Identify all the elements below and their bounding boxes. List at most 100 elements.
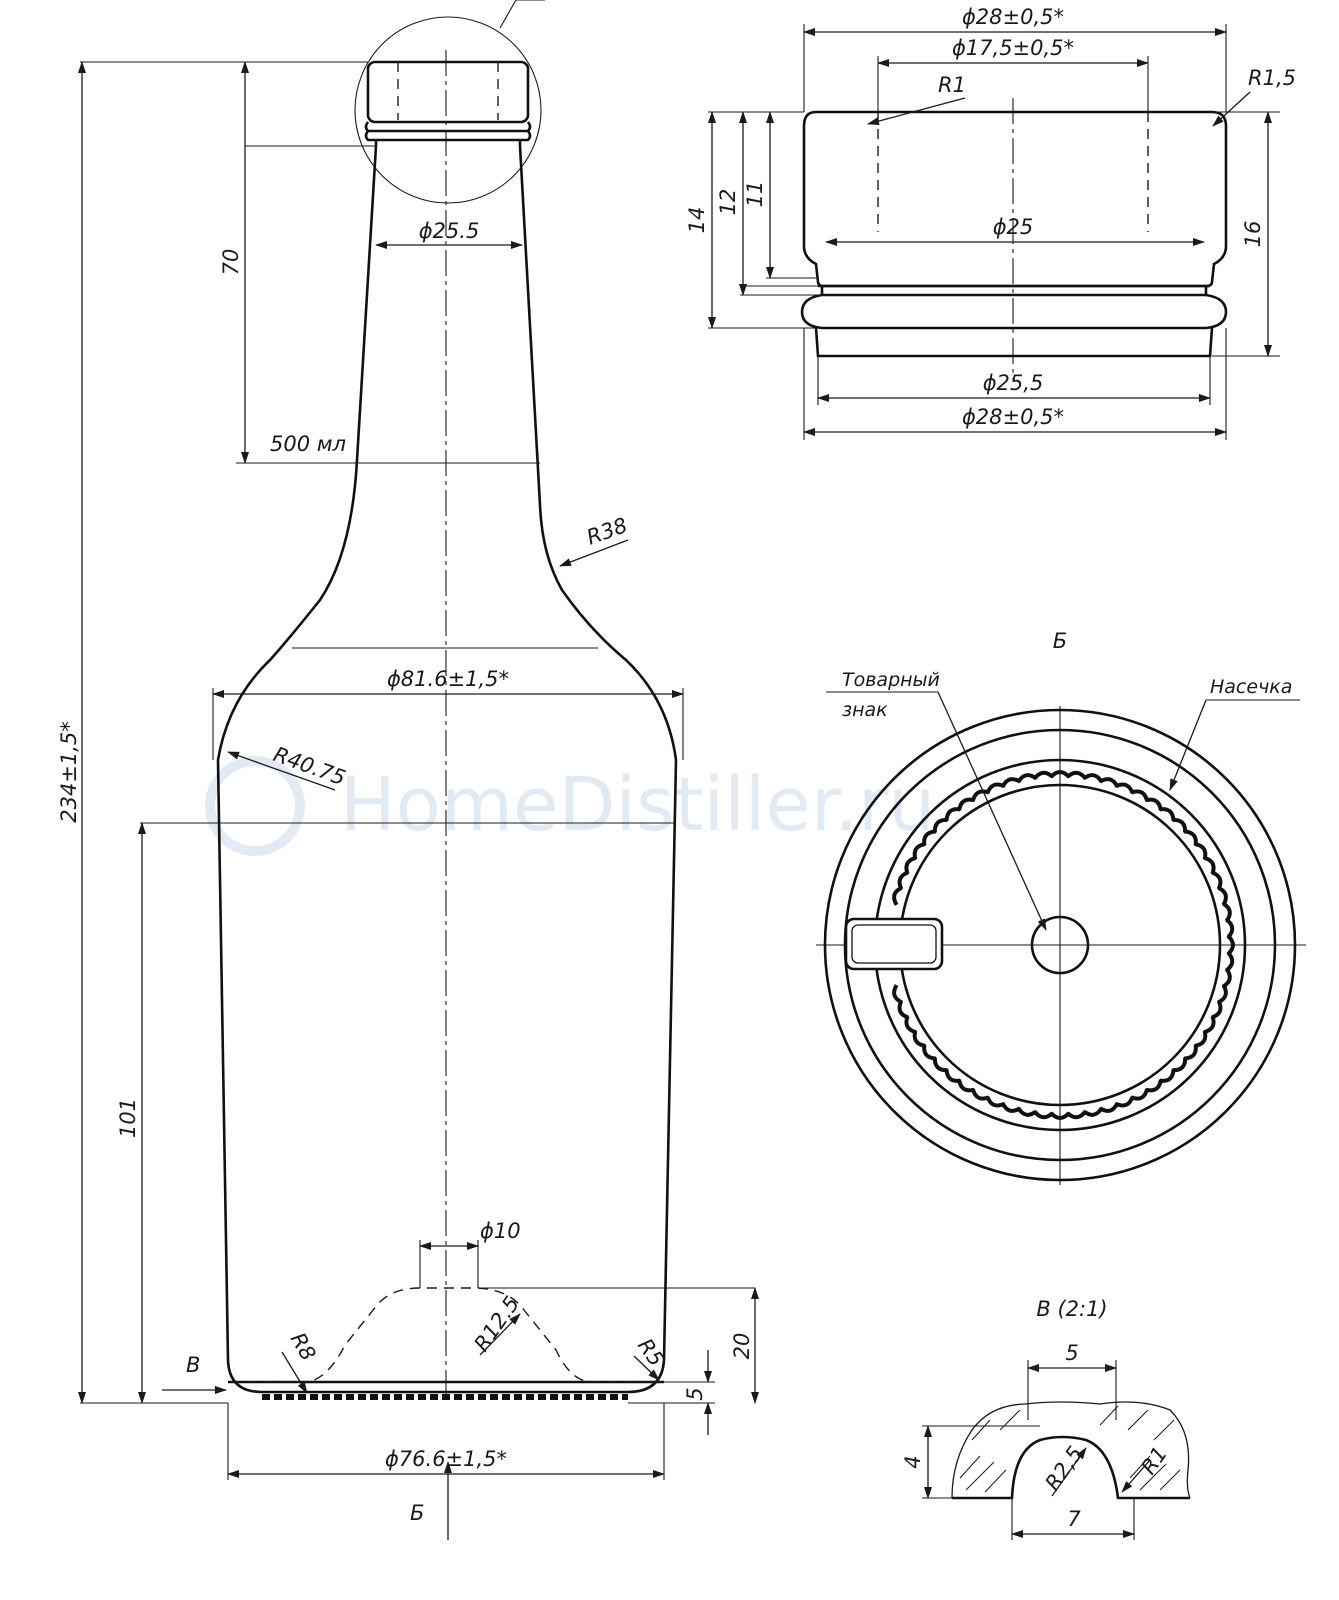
notch-mark	[985, 782, 1005, 795]
notch-mark	[897, 1000, 910, 1020]
notch-mark	[1203, 855, 1216, 875]
dim-finish-d255-label: ϕ25,5	[983, 371, 1044, 395]
dim-body-radius-label: R40.75	[270, 742, 348, 790]
notch-mark	[1130, 1088, 1150, 1101]
hatch-line	[1153, 1419, 1175, 1441]
finish-detail-view: ϕ28±0,5* ϕ17,5±0,5* R1 R1,5 14 12 11 16	[685, 5, 1296, 440]
hatch-line	[1099, 1405, 1119, 1426]
trademark-label-line2: знак	[842, 699, 888, 721]
notches-leader	[1169, 699, 1207, 791]
finish-top	[366, 60, 530, 124]
bottom-view-b: Б Товарный знак Насечка	[816, 629, 1306, 1185]
dim-finish-outer-bottom-label: ϕ28±0,5*	[962, 405, 1064, 429]
dim-base-radius-right-leader	[633, 1355, 660, 1381]
dim-detail-top-label: 5	[1065, 1341, 1078, 1365]
view-b-title: Б	[1053, 629, 1067, 653]
notch-mark	[1217, 885, 1228, 906]
notches-label: Насечка	[1210, 676, 1292, 698]
hatch-line	[1129, 1455, 1151, 1479]
notch-mark	[1225, 951, 1235, 973]
dim-punt-radius-label: R12.5	[469, 1292, 524, 1356]
notch-mark	[892, 984, 903, 1005]
dim-finish-inner-label: ϕ17,5±0,5*	[952, 36, 1074, 60]
view-b-notches	[892, 770, 1235, 1120]
dim-body-height-label: 101	[116, 1098, 140, 1138]
dim-detail-r25-leader	[1051, 1447, 1087, 1497]
dim-neck-diameter-label: ϕ25.5	[419, 219, 480, 243]
dim-base-radius-small-label: R8	[286, 1329, 321, 1365]
dim-shoulder-radius-leader	[559, 539, 629, 567]
dim-neck-height-label: 70	[219, 249, 243, 276]
dim-punt-diameter-label: ϕ10	[480, 1219, 521, 1243]
view-v-title: В (2:1)	[1036, 1297, 1107, 1321]
finish-ring	[364, 130, 532, 142]
view-b-center-circle	[1030, 915, 1090, 975]
view-b-outer-circle	[823, 708, 1297, 1182]
punt-hidden	[230, 1287, 664, 1383]
view-b-arrow-label: Б	[410, 1501, 424, 1525]
notch-mark	[1221, 901, 1232, 923]
dim-body-diameter-label: ϕ81.6±1,5*	[387, 667, 509, 691]
dim-finish-h11-label: 11	[743, 181, 767, 208]
dim-base-diameter-label: ϕ76.6±1,5*	[385, 1447, 507, 1471]
dim-base-offset-label: 5	[683, 1387, 707, 1400]
notch-mark	[1145, 1079, 1163, 1093]
watermark: HomeDistiller.ru	[205, 756, 935, 856]
finish-detail-neck	[814, 327, 1214, 358]
dim-punt-radius-leader	[479, 1313, 521, 1356]
dim-finish-h12-label: 12	[716, 189, 740, 216]
dim-detail-height-label: 4	[901, 1455, 925, 1468]
dim-total-height-label: 234±1,5*	[57, 721, 81, 823]
finish-detail-top-ring	[802, 110, 1228, 288]
hatch-line	[1159, 1469, 1181, 1491]
view-b-trademark-boss-inner	[851, 924, 937, 964]
notch-mark	[1210, 870, 1223, 890]
notch-mark	[1000, 777, 1021, 788]
hatch-line	[965, 1461, 995, 1491]
dim-shoulder-radius-label: R38	[584, 513, 631, 550]
dim-detail-r25-label: R2,5	[1040, 1442, 1087, 1495]
dim-finish-r1-leader	[867, 97, 966, 126]
hatch-line	[971, 1419, 991, 1441]
dim-detail-bottom-label: 7	[1067, 1507, 1081, 1531]
dim-finish-h16-label: 16	[1241, 221, 1265, 248]
hatch-line	[999, 1409, 1021, 1431]
dim-detail-r1-leader	[1121, 1459, 1151, 1493]
trademark-leader	[937, 691, 1047, 931]
trademark-label-line1: Товарный	[842, 669, 940, 691]
dim-finish-h14-label: 14	[685, 207, 709, 234]
dim-finish-outer-top-label: ϕ28±0,5*	[962, 5, 1064, 29]
dim-finish-d25-label: ϕ25	[993, 215, 1034, 239]
volume-mark-label: 500 мл	[270, 432, 346, 456]
notch-mark	[1032, 770, 1054, 780]
dim-base-radius-small-leader	[281, 1351, 308, 1394]
notch-mark	[1225, 917, 1235, 939]
dim-finish-r1-label: R1	[938, 73, 966, 97]
detail-a-circle	[354, 16, 542, 204]
bottle-outline	[216, 145, 678, 1394]
notch-mark	[904, 1015, 917, 1035]
notch-mark	[1115, 1095, 1135, 1108]
hatch-line	[959, 1455, 981, 1479]
detail-v-hatching	[959, 1405, 1181, 1493]
notch-mark	[1066, 770, 1088, 780]
dim-finish-r15-label: R1,5	[1248, 66, 1296, 90]
dim-body-radius-leader	[227, 751, 336, 791]
notch-mark	[1066, 1110, 1088, 1120]
view-b-trademark-boss	[844, 917, 944, 971]
detail-view-v: В (2:1) 5 4 R2,5 R1 7	[901, 1297, 1191, 1540]
finish-bead	[364, 121, 532, 133]
notch-mark	[1194, 842, 1208, 860]
detail-a-label: А	[520, 0, 536, 3]
watermark-drop-icon	[205, 756, 305, 856]
notch-mark	[1016, 773, 1038, 784]
dim-detail-r1-label: R1	[1136, 1442, 1172, 1479]
hatch-line	[984, 1469, 1007, 1493]
hatch-line	[1127, 1409, 1149, 1431]
notch-mark	[1099, 1102, 1120, 1113]
detail-v-profile	[952, 1435, 1190, 1500]
bottle-finish	[364, 60, 532, 146]
watermark-text: HomeDistiller.ru	[340, 762, 935, 848]
